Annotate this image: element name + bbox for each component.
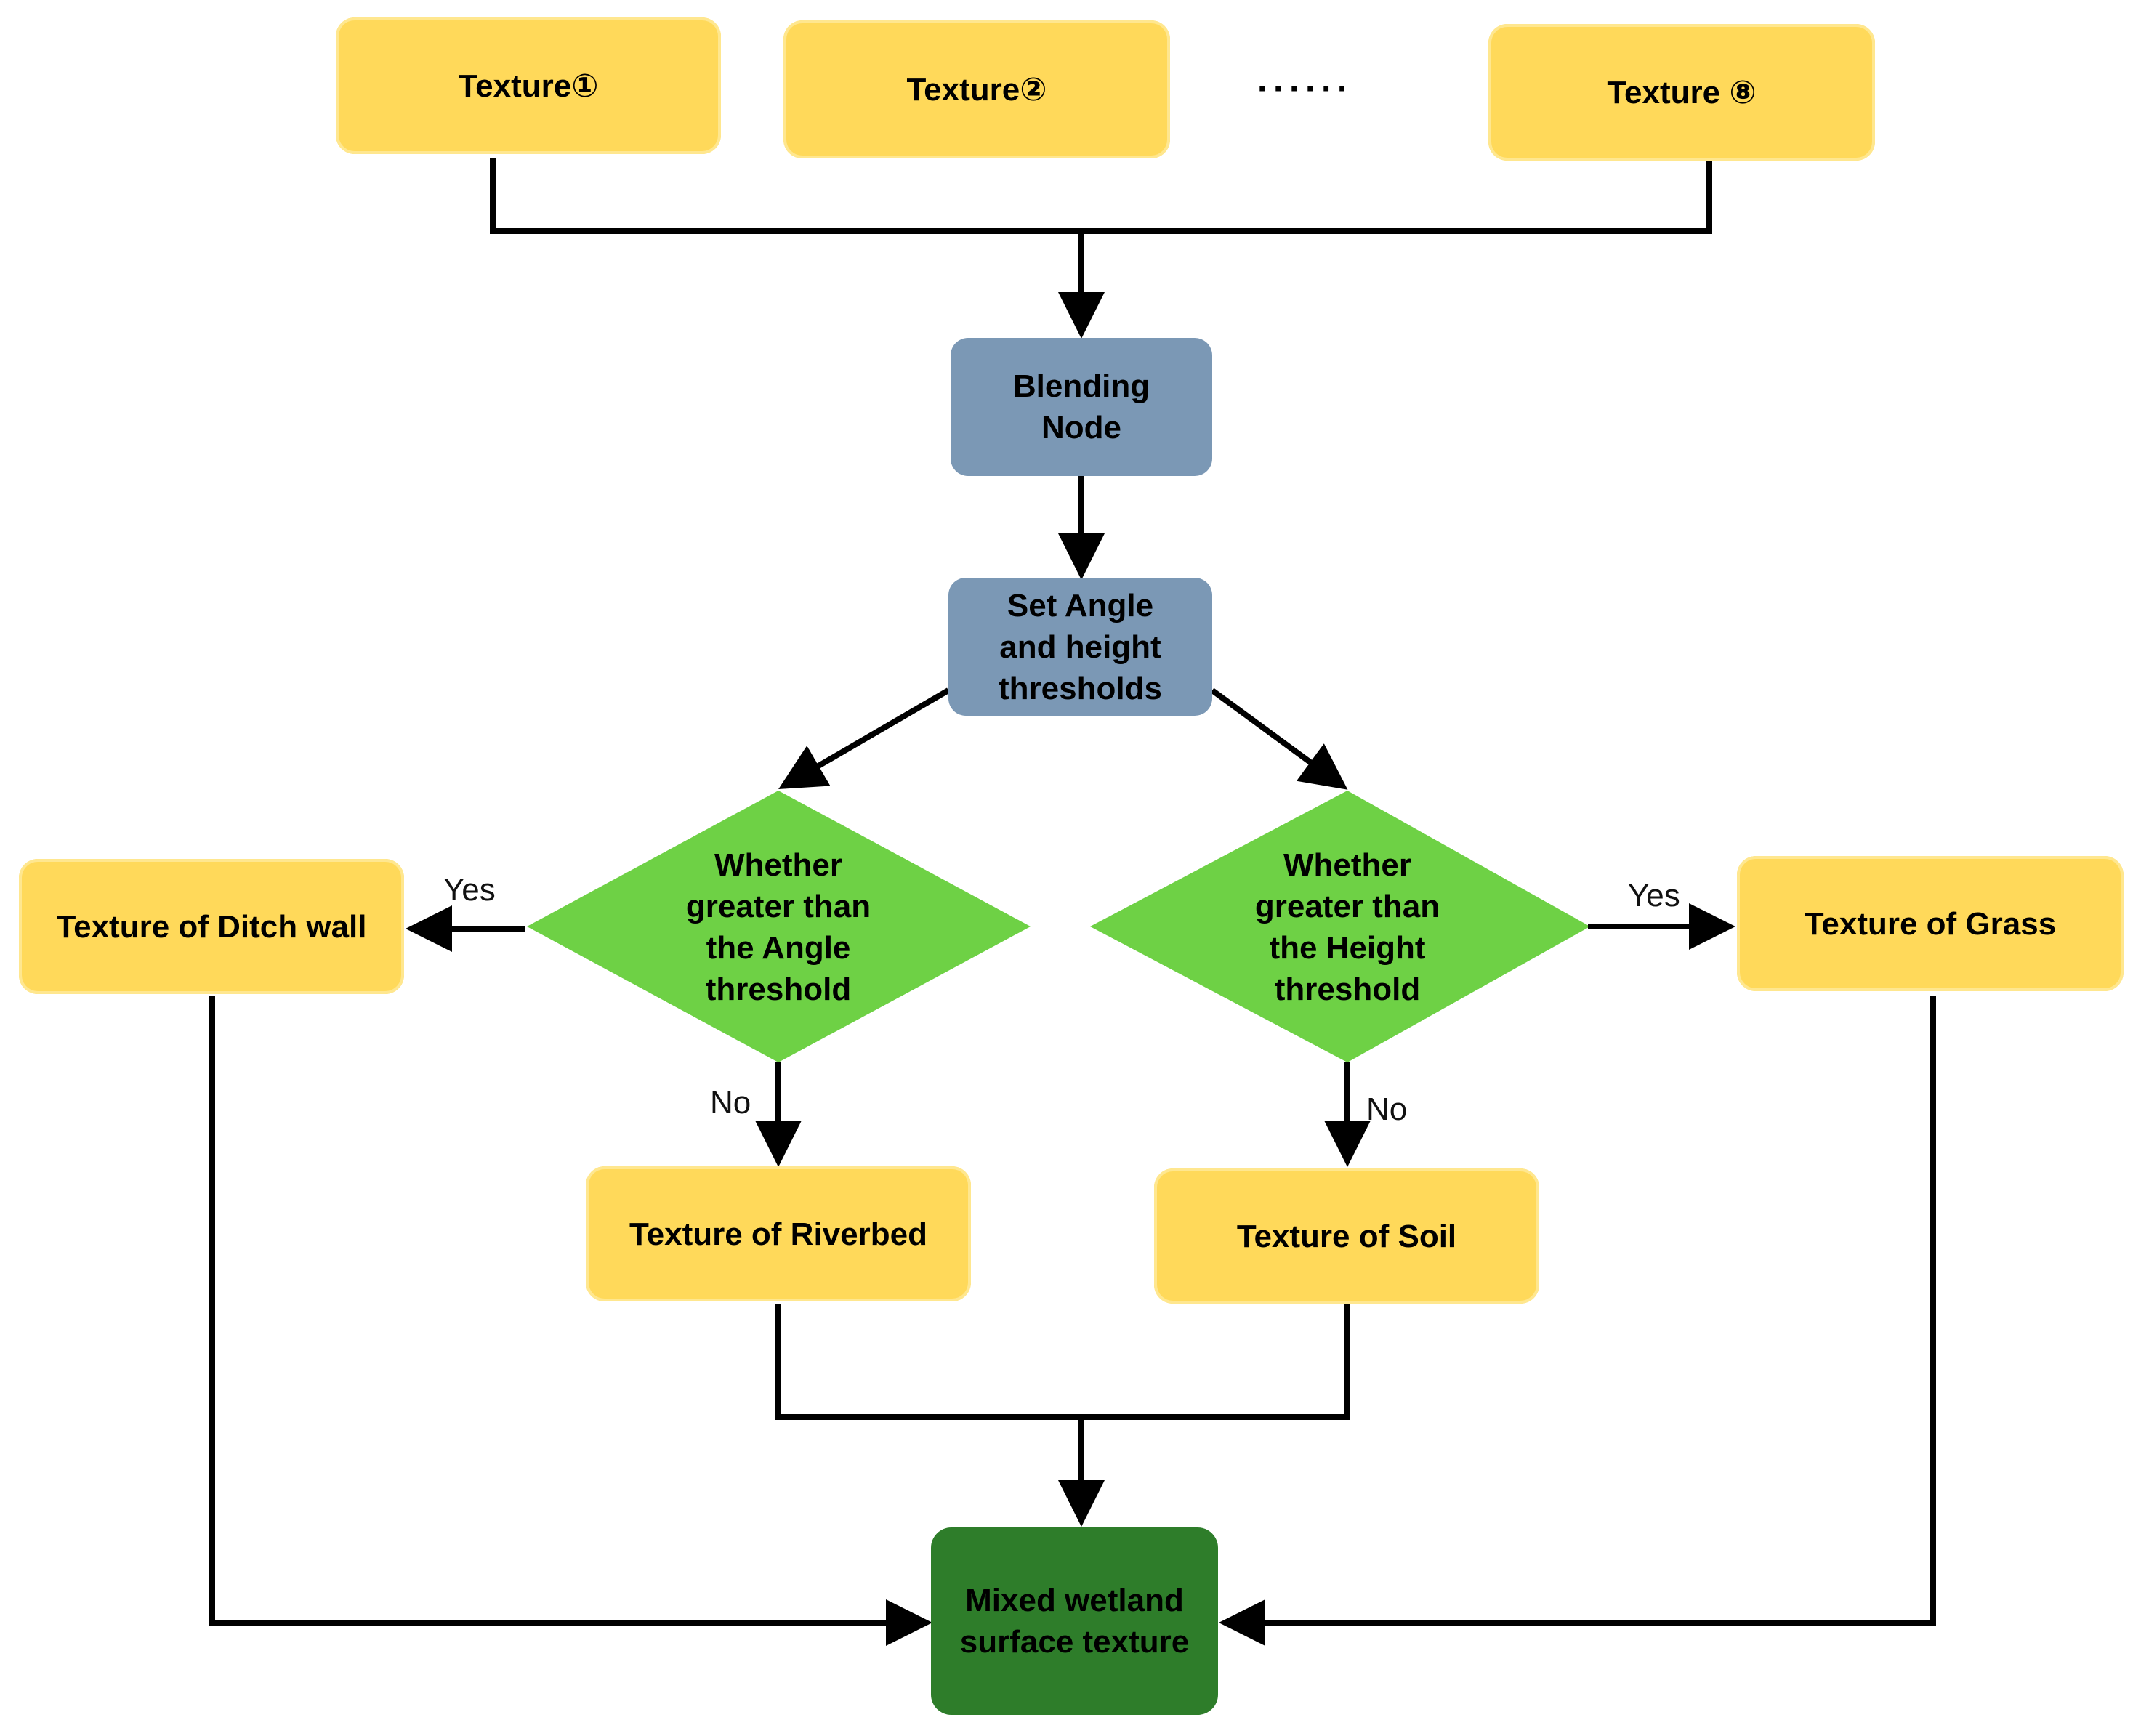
edge-texture8-to-bus: [1081, 158, 1712, 234]
height-decision-label: Whether greater than the Height threshol…: [1254, 847, 1440, 1007]
texture-1-node: Texture①: [336, 17, 721, 154]
thresholds-node: Set Angle and height thresholds: [948, 578, 1212, 716]
angle-decision-diamond: [527, 791, 1031, 1062]
blending-node: Blending Node: [951, 338, 1212, 476]
ellipsis-indicator: ······: [1257, 70, 1353, 108]
output-node: Mixed wetland surface texture: [931, 1527, 1218, 1715]
ditch-wall-node: Texture of Ditch wall: [19, 859, 404, 994]
texture-2-node: Texture②: [783, 20, 1170, 158]
riverbed-node: Texture of Riverbed: [586, 1166, 971, 1301]
edge-ditch-wall-to-output: [209, 996, 932, 1646]
edge-thresholds-to-angle: [778, 687, 951, 790]
edge-riverbed-to-bus: [775, 1304, 1081, 1420]
height-yes-label: Yes: [1628, 878, 1680, 913]
edge-texture1-to-bus: [490, 158, 1081, 234]
edge-thresholds-to-height: [1210, 687, 1348, 790]
height-decision-diamond: [1090, 791, 1590, 1062]
edge-grass-to-output: [1219, 996, 1936, 1646]
texture-8-node: Texture ⑧: [1488, 24, 1875, 161]
edge-soil-to-bus: [1081, 1304, 1350, 1420]
angle-no-label: No: [710, 1085, 751, 1121]
height-no-label: No: [1366, 1091, 1408, 1127]
soil-node: Texture of Soil: [1154, 1168, 1539, 1304]
angle-yes-label: Yes: [443, 872, 496, 908]
angle-decision-label: Whether greater than the Angle threshold: [685, 847, 871, 1007]
grass-node: Texture of Grass: [1737, 856, 2124, 991]
